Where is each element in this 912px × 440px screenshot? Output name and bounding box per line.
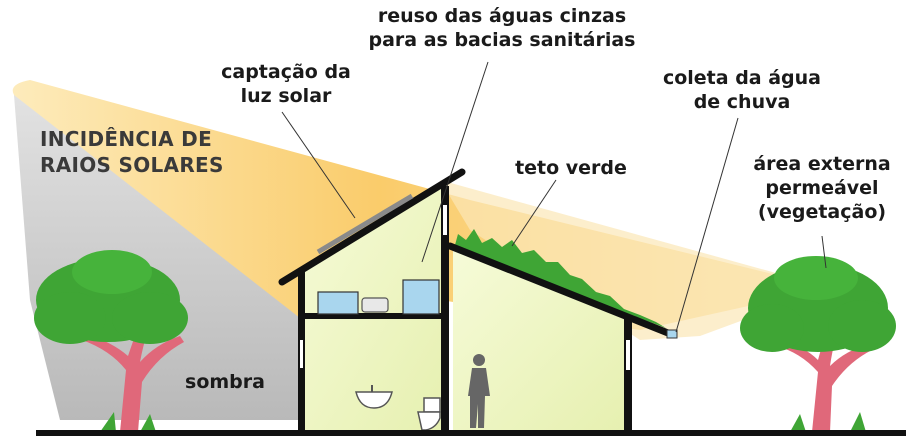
water-tank-left bbox=[317, 291, 359, 315]
label-solar-incidence: INCIDÊNCIA DE RAIOS SOLARES bbox=[40, 127, 224, 177]
house-left-block bbox=[278, 168, 466, 432]
label-shade: sombra bbox=[185, 371, 265, 393]
label-solar-capture: captação da luz solar bbox=[221, 61, 351, 107]
tree-right bbox=[740, 256, 896, 432]
toilet-icon bbox=[417, 397, 441, 431]
house-right-block bbox=[446, 229, 678, 432]
filter-unit bbox=[361, 297, 389, 313]
label-greywater-reuse: reuso das águas cinzas para as bacias sa… bbox=[368, 5, 636, 51]
tree-left bbox=[34, 250, 188, 432]
label-green-roof: teto verde bbox=[515, 157, 627, 179]
sun-rays-glow bbox=[440, 180, 830, 340]
sink-icon bbox=[355, 385, 393, 409]
label-rain-collection: coleta da água de chuva bbox=[662, 67, 822, 113]
green-roof-vegetation bbox=[455, 229, 666, 328]
solar-panel bbox=[316, 193, 414, 255]
leader-lines bbox=[281, 61, 827, 333]
rain-collector bbox=[666, 329, 678, 339]
water-tank-right bbox=[402, 279, 440, 315]
label-permeable-area: área externa permeável (vegetação) bbox=[753, 153, 891, 223]
person-silhouette bbox=[468, 354, 490, 428]
